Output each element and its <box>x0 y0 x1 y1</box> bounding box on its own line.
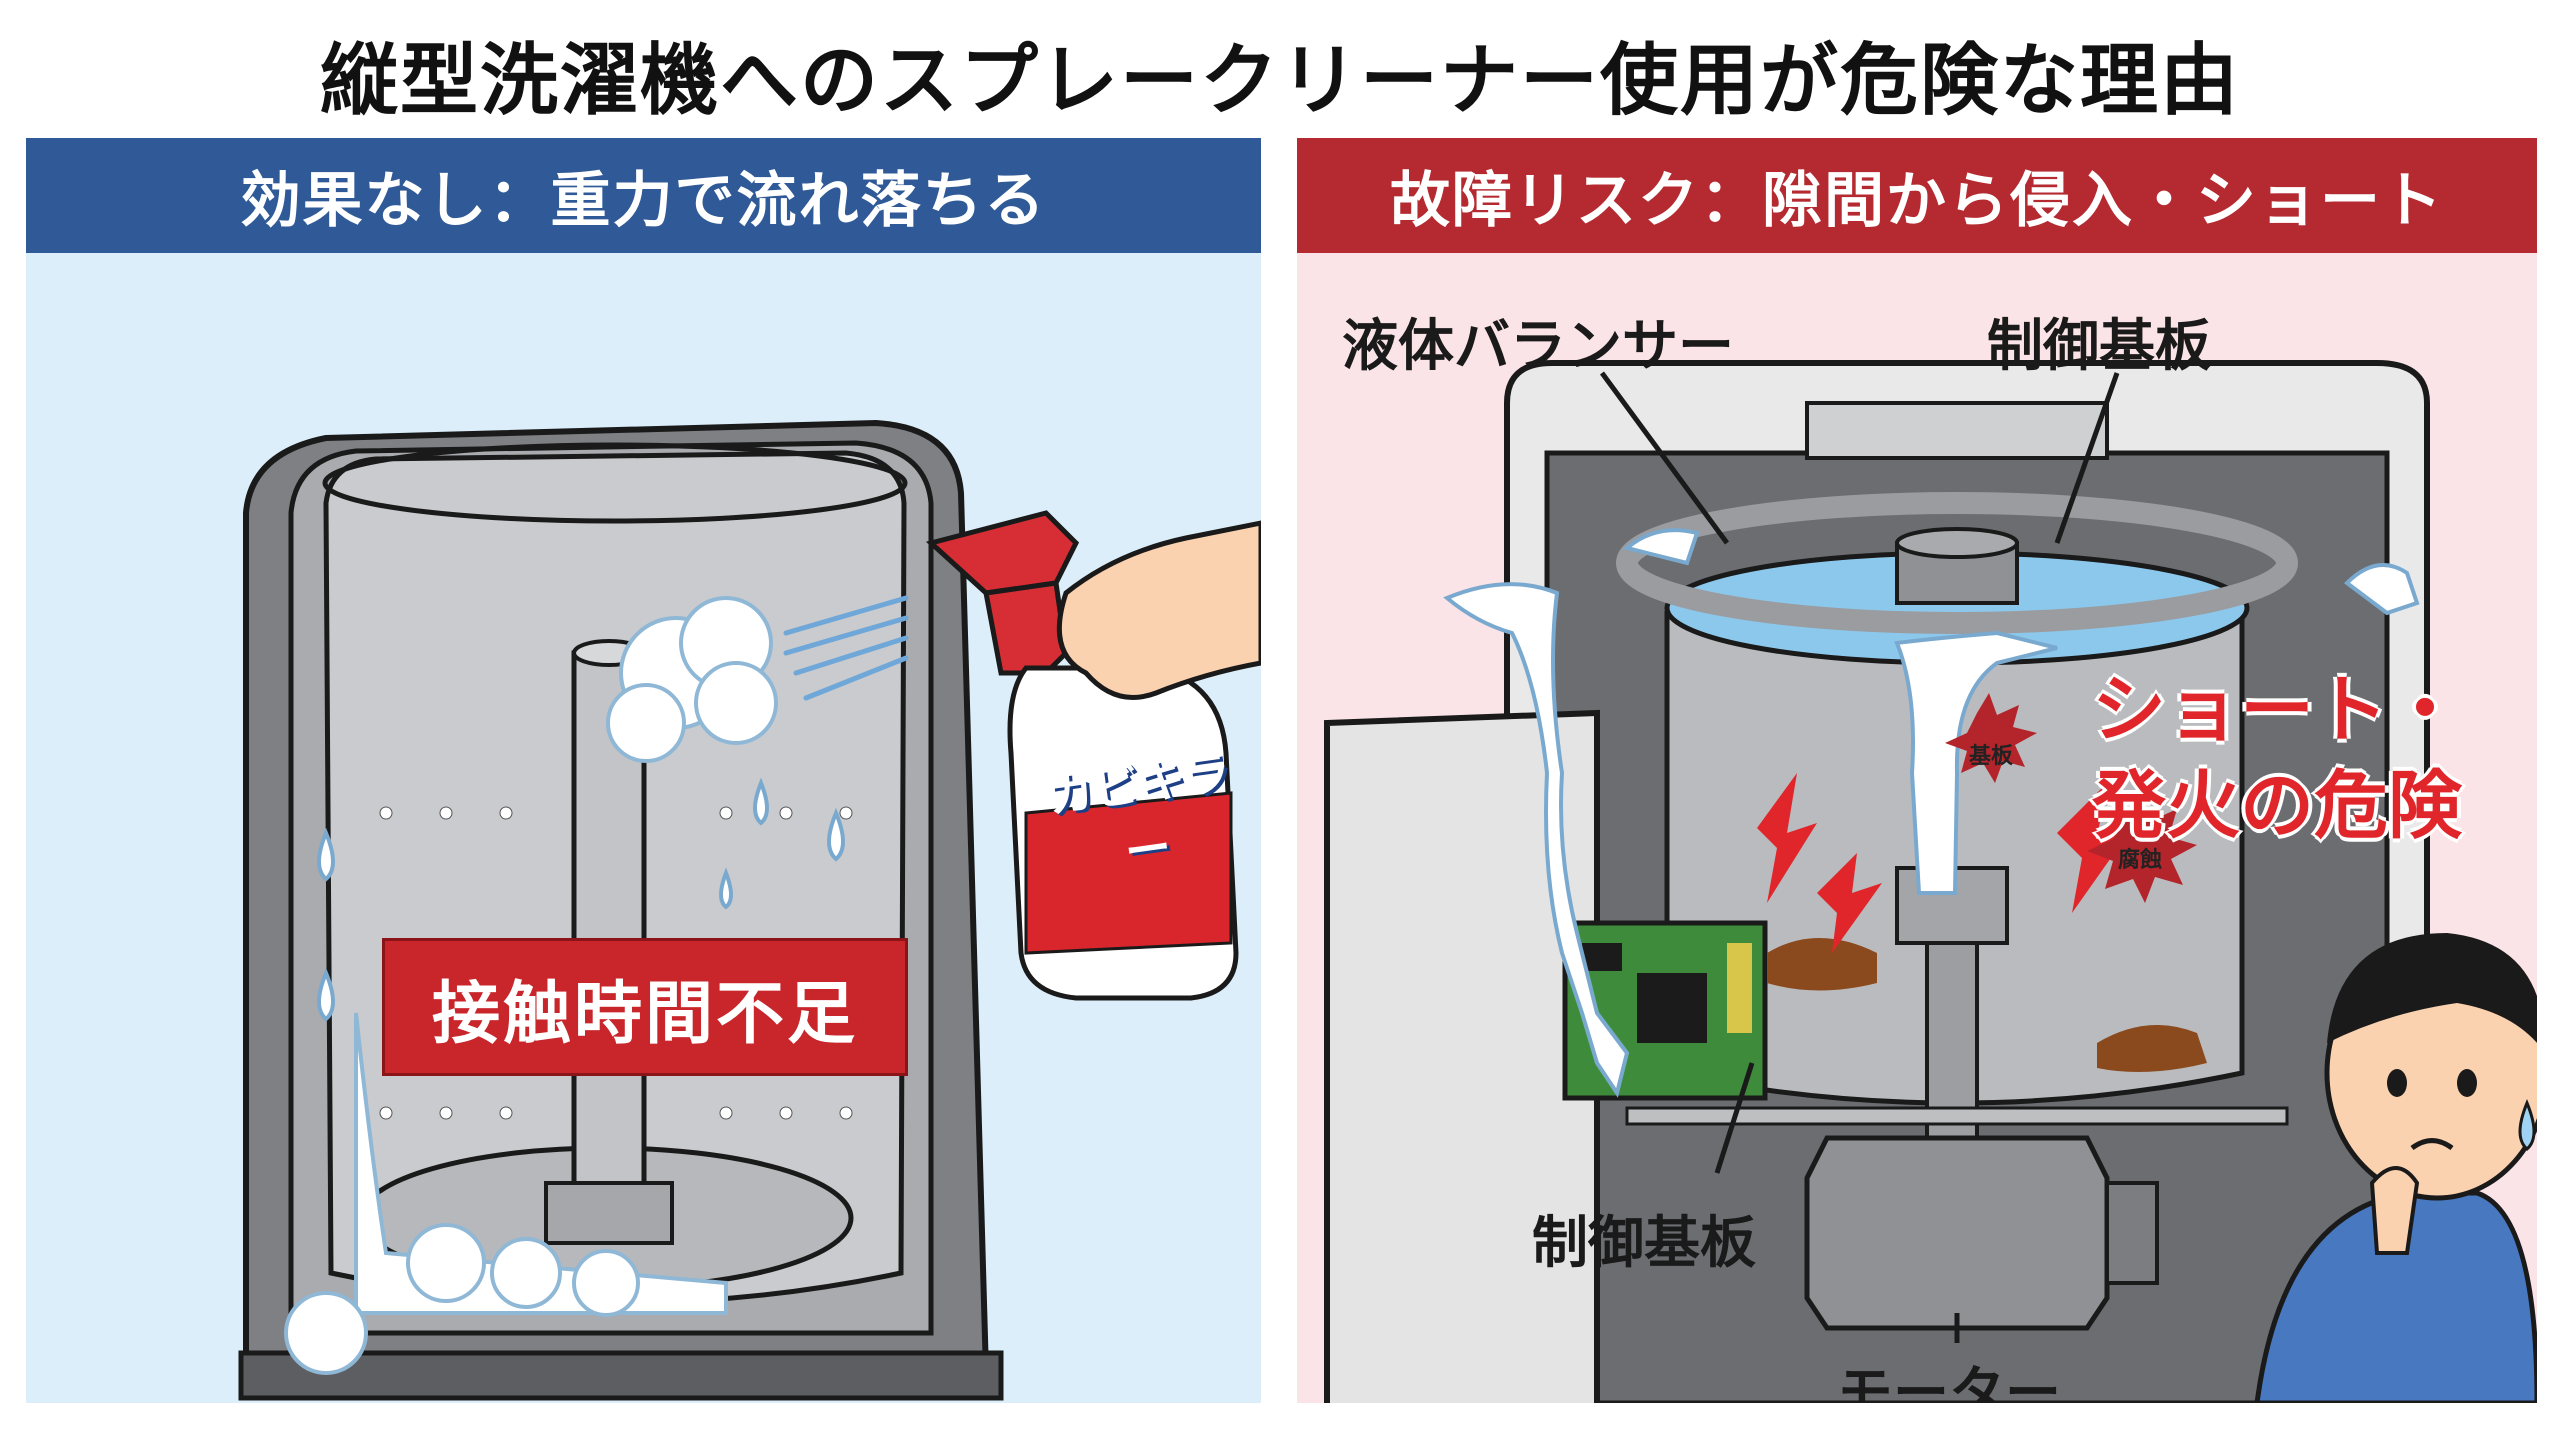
label-liquid-balancer: 液体バランサー <box>1342 314 1734 379</box>
drum-rim <box>322 442 908 524</box>
liquid-flows <box>1443 528 2420 1098</box>
page-title: 縦型洗濯機へのスプレークリーナー使用が危険な理由 <box>319 36 2240 126</box>
right-panel-header: 故障リスク：隙間から侵入・ショート <box>1297 138 2537 253</box>
foam-clumps <box>284 596 778 1375</box>
washer-lid <box>1324 709 1600 1403</box>
washer-cross-section <box>1324 360 2537 1403</box>
spray-bottle <box>925 510 1239 1001</box>
label-rust-star: 腐蝕 <box>2118 848 2163 873</box>
board-star-icon <box>1945 693 2037 783</box>
hand <box>1056 520 1261 700</box>
washer-base <box>238 1350 1004 1401</box>
label-control-board-bottom: 制御基板 <box>1532 1211 1756 1276</box>
rust-star-icon <box>2087 793 2197 903</box>
left-panel-header: 効果なし：重力で流れ落ちる <box>26 138 1261 253</box>
right-panel: 故障リスク：隙間から侵入・ショート <box>1297 138 2537 1403</box>
motor <box>1804 1135 2159 1331</box>
worried-person <box>2254 933 2537 1403</box>
danger-line-1: ショート・ <box>2092 667 2462 753</box>
label-control-board-top: 制御基板 <box>1987 314 2211 379</box>
label-board-star: 基板 <box>1969 744 2014 769</box>
left-panel: 効果なし：重力で流れ落ちる <box>26 138 1261 1403</box>
liquid-balancer <box>1616 492 2298 634</box>
danger-warning: ショート・ 発火の危険 <box>2092 662 2462 854</box>
contact-time-banner: 接触時間不足 <box>382 938 908 1076</box>
bottle-label: カビキラー <box>1043 744 1234 880</box>
washer-drum-illustration <box>238 419 1261 1401</box>
water-drips <box>317 777 845 1022</box>
danger-line-2: 発火の危険 <box>2092 763 2462 849</box>
label-motor: モーター <box>1837 1361 2061 1403</box>
